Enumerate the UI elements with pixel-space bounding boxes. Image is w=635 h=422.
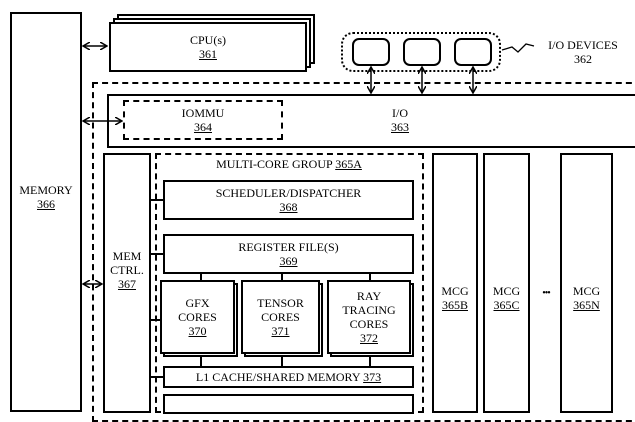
memory-number: 366 — [37, 197, 55, 211]
l1-cache-number: 373 — [363, 370, 382, 384]
tensor-cores-label-2: CORES — [261, 310, 300, 324]
tensor-cores-block: TENSOR CORES 371 — [241, 280, 320, 354]
mcg-c-number: 365C — [493, 298, 520, 312]
mem-ctrl-number: 367 — [117, 277, 136, 291]
scheduler-label: SCHEDULER/DISPATCHER — [215, 186, 362, 200]
cpu-block: CPU(s) 361 — [109, 22, 307, 72]
gfx-cores-block: GFX CORES 370 — [160, 280, 235, 354]
mcg-b-number: 365B — [441, 298, 468, 312]
gfx-cores-label-2: CORES — [178, 310, 217, 324]
io-devices-leader — [501, 43, 535, 53]
mcg-c-label: MCG — [492, 284, 521, 298]
connector-register-gfx — [200, 274, 202, 283]
tensor-cores-number: 371 — [271, 324, 290, 338]
bottom-partial-block — [163, 394, 414, 414]
scheduler-number: 368 — [279, 200, 298, 214]
ray-tracing-number: 372 — [360, 331, 378, 345]
mcg-a-caption: MULTI-CORE GROUP 365A — [158, 157, 420, 171]
io-devices-label: I/O DEVICES — [548, 38, 618, 52]
mcg-n-block: MCG 365N — [560, 153, 613, 413]
iommu-label: IOMMU — [181, 106, 225, 120]
mem-ctrl-label-1: MEM — [112, 249, 142, 263]
ray-tracing-label-1: RAY — [356, 289, 382, 303]
mcg-c-block: MCG 365C — [483, 153, 530, 413]
ray-tracing-label-3: CORES — [349, 317, 389, 331]
scheduler-block: SCHEDULER/DISPATCHER 368 — [163, 180, 414, 220]
io-devices-number: 362 — [574, 52, 592, 66]
connector-gfx-l1 — [200, 357, 202, 366]
register-file-label: REGISTER FILE(S) — [238, 240, 339, 254]
io-device-3 — [454, 38, 492, 66]
connector-ray-l1 — [369, 357, 371, 366]
mcg-n-label: MCG — [572, 284, 601, 298]
io-device-1 — [352, 38, 390, 66]
mem-ctrl-block: MEM CTRL. 367 — [103, 153, 151, 413]
ray-tracing-label-2: TRACING — [342, 303, 396, 317]
mcg-b-label: MCG — [441, 284, 469, 298]
iommu-block: IOMMU 364 — [123, 100, 283, 140]
mcg-a-label: MULTI-CORE GROUP — [216, 157, 333, 171]
mem-ctrl-label-2: CTRL. — [110, 263, 144, 277]
register-file-block: REGISTER FILE(S) 369 — [163, 234, 414, 274]
connector-register-tensor — [281, 274, 283, 283]
ray-tracing-cores-block: RAY TRACING CORES 372 — [327, 280, 411, 354]
register-file-number: 369 — [279, 254, 298, 268]
l1-cache-label: L1 CACHE/SHARED MEMORY — [195, 370, 361, 384]
io-label: I/O — [392, 106, 408, 120]
gfx-cores-number: 370 — [188, 324, 207, 338]
io-devices-caption: I/O DEVICES 362 — [538, 38, 628, 66]
cpu-number: 361 — [198, 47, 217, 61]
connector-register-ray — [369, 274, 371, 283]
io-device-2 — [403, 38, 441, 66]
io-caption: I/O 363 — [360, 106, 440, 134]
tensor-cores-label-1: TENSOR — [257, 296, 304, 310]
l1-cache-block: L1 CACHE/SHARED MEMORY 373 — [163, 366, 414, 388]
memory-block: MEMORY 366 — [10, 12, 82, 412]
cpu-label: CPU(s) — [189, 33, 226, 47]
mcg-ellipsis: ••• — [542, 288, 551, 299]
memory-label: MEMORY — [19, 183, 73, 197]
connector-tensor-l1 — [281, 357, 283, 366]
mcg-n-number: 365N — [573, 298, 600, 312]
gfx-cores-label-1: GFX — [185, 296, 210, 310]
mcg-b-block: MCG 365B — [432, 153, 478, 413]
io-number: 363 — [391, 120, 409, 134]
iommu-number: 364 — [193, 120, 212, 134]
mcg-a-number: 365A — [335, 157, 362, 171]
